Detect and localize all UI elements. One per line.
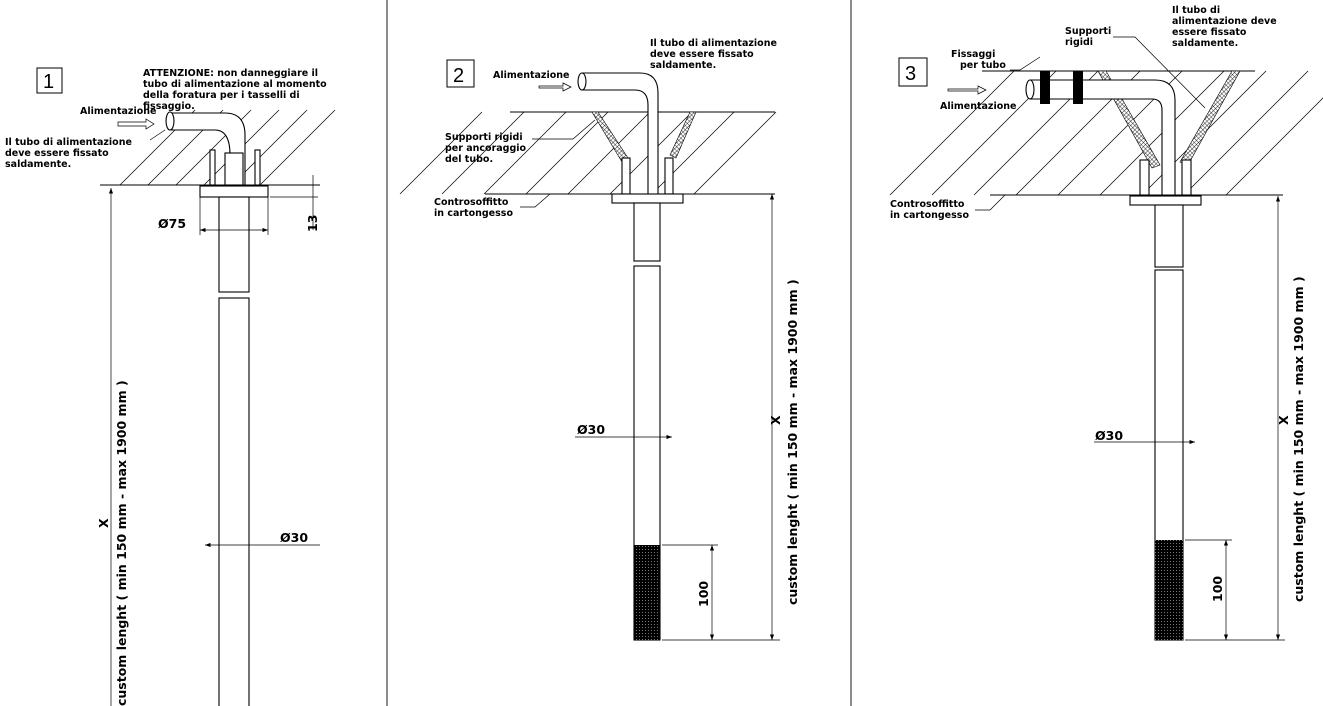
tube (633, 202, 661, 262)
hatch-line (483, 111, 567, 195)
tube (218, 297, 250, 706)
warning-note: ATTENZIONE: non danneggiare il tubo di a… (143, 68, 327, 112)
note-line: rigidi (1065, 37, 1093, 48)
hatch-line (525, 111, 609, 195)
note-line: Controsoffitto (434, 197, 509, 208)
note-line: in cartongesso (434, 208, 513, 219)
rigid-support (669, 111, 697, 159)
ceiling-note: Controsoffitto in cartongesso (890, 199, 969, 221)
note-line: alimentazione deve (1172, 16, 1277, 27)
wall-plug (254, 149, 261, 186)
note-line: Fissaggi (951, 49, 995, 60)
wall-plug (664, 157, 674, 195)
step-number: 2 (453, 65, 464, 87)
hatch-line (259, 109, 336, 186)
hatch-line (889, 70, 1015, 196)
knurled-grip (634, 545, 660, 640)
hatch-line (399, 111, 483, 195)
note-line: Il tubo di alimentazione (5, 137, 132, 148)
note-line: essere fissato (1172, 27, 1247, 38)
step-number: 1 (43, 71, 54, 93)
note-line: per ancoraggio (445, 143, 527, 154)
panel-1: 1 ATTENZIONE: non danneggiare il tubo di… (5, 67, 336, 706)
pipe-clamp (1040, 71, 1050, 104)
feed-label: Alimentazione (940, 101, 1016, 112)
length-x-dim: X (1276, 415, 1291, 425)
note-line: deve essere fissato (650, 49, 754, 60)
wall-plug (1139, 159, 1150, 196)
fixings-note: Fissaggi per tubo (951, 49, 1006, 71)
hatch-line (1225, 97, 1323, 196)
note-line: saldamente. (650, 60, 716, 71)
tube (218, 196, 250, 293)
note-line: in cartongesso (890, 210, 969, 221)
knurl-length-dim: 100 (1210, 576, 1225, 602)
supports-note: Supporti rigidi per ancoraggio del tubo. (445, 132, 527, 165)
length-x-dim: X (96, 518, 111, 528)
length-range-dim: custom lenght ( min 150 mm - max 1900 mm… (114, 380, 129, 706)
hatch-line (1183, 70, 1309, 196)
note-line: Supporti rigidi (445, 132, 523, 143)
secure-note: Il tubo di alimentazione deve essere fis… (1172, 5, 1277, 49)
tube (1154, 204, 1184, 268)
step-number-box (898, 57, 928, 87)
note-line: saldamente. (1172, 38, 1238, 49)
tube-diameter-dim: Ø30 (1095, 428, 1123, 443)
step-number-box (446, 59, 475, 88)
secure-note: Il tubo di alimentazione deve essere fis… (5, 137, 132, 170)
secure-note: Il tubo di alimentazione deve essere fis… (650, 38, 777, 71)
length-range-dim: custom lenght ( min 150 mm - max 1900 mm… (785, 279, 800, 605)
note-line: saldamente. (5, 159, 71, 170)
knurled-grip (1155, 540, 1183, 640)
step-number: 3 (905, 63, 916, 85)
note-line: deve essere fissato (5, 148, 109, 159)
wall-plug (209, 149, 216, 186)
feed-label: Alimentazione (493, 70, 569, 81)
step-number-box (36, 67, 63, 94)
feed-label: Alimentazione (80, 106, 156, 117)
warning-line: ATTENZIONE: non danneggiare il (143, 68, 318, 79)
flow-arrow-icon (538, 82, 572, 92)
ceiling-flange (1129, 195, 1202, 206)
ceiling-note: Controsoffitto in cartongesso (434, 197, 513, 219)
hatch-line (693, 111, 777, 195)
flow-arrow-icon (947, 85, 987, 95)
panel-2: 2 Alimentazione Il tubo di alimentazione… (399, 38, 800, 641)
knurl-length-dim: 100 (696, 581, 711, 607)
hatch-line (441, 111, 525, 195)
note-line: Supporti (1065, 26, 1111, 37)
tube-diameter-dim: Ø30 (577, 422, 605, 437)
warning-line: della foratura per i tasselli di (143, 90, 300, 101)
warning-line: fissaggio. (143, 101, 195, 112)
supply-pipe (581, 72, 659, 195)
panel-3: 3 Fissaggi per tubo Supporti rigidi Il t… (889, 5, 1323, 641)
wall-plug (1181, 159, 1192, 196)
flange-height-dim: 13 (305, 215, 320, 232)
wall-plug (621, 157, 631, 195)
length-x-dim: X (768, 415, 783, 425)
flow-arrow-icon (117, 118, 155, 130)
tube-diameter-dim: Ø30 (280, 530, 308, 545)
rigid-support (591, 111, 629, 163)
note-line: del tubo. (445, 154, 493, 165)
warning-line: tubo di alimentazione al momento (143, 79, 327, 90)
ceiling-flange (611, 193, 684, 204)
note-line: Controsoffitto (890, 199, 965, 210)
length-range-dim: custom lenght ( min 150 mm - max 1900 mm… (1291, 276, 1306, 602)
flange-diameter-dim: Ø75 (158, 216, 186, 231)
note-line: per tubo (960, 60, 1006, 71)
note-line: Il tubo di (1172, 5, 1220, 16)
pipe-clamp (1073, 71, 1083, 104)
supports-note: Supporti rigidi (1065, 26, 1111, 48)
note-line: Il tubo di alimentazione (650, 38, 777, 49)
ceiling-flange (199, 185, 269, 198)
hatch-line (651, 111, 735, 195)
hatch-line (567, 111, 651, 195)
supply-pipe (1029, 79, 1176, 196)
